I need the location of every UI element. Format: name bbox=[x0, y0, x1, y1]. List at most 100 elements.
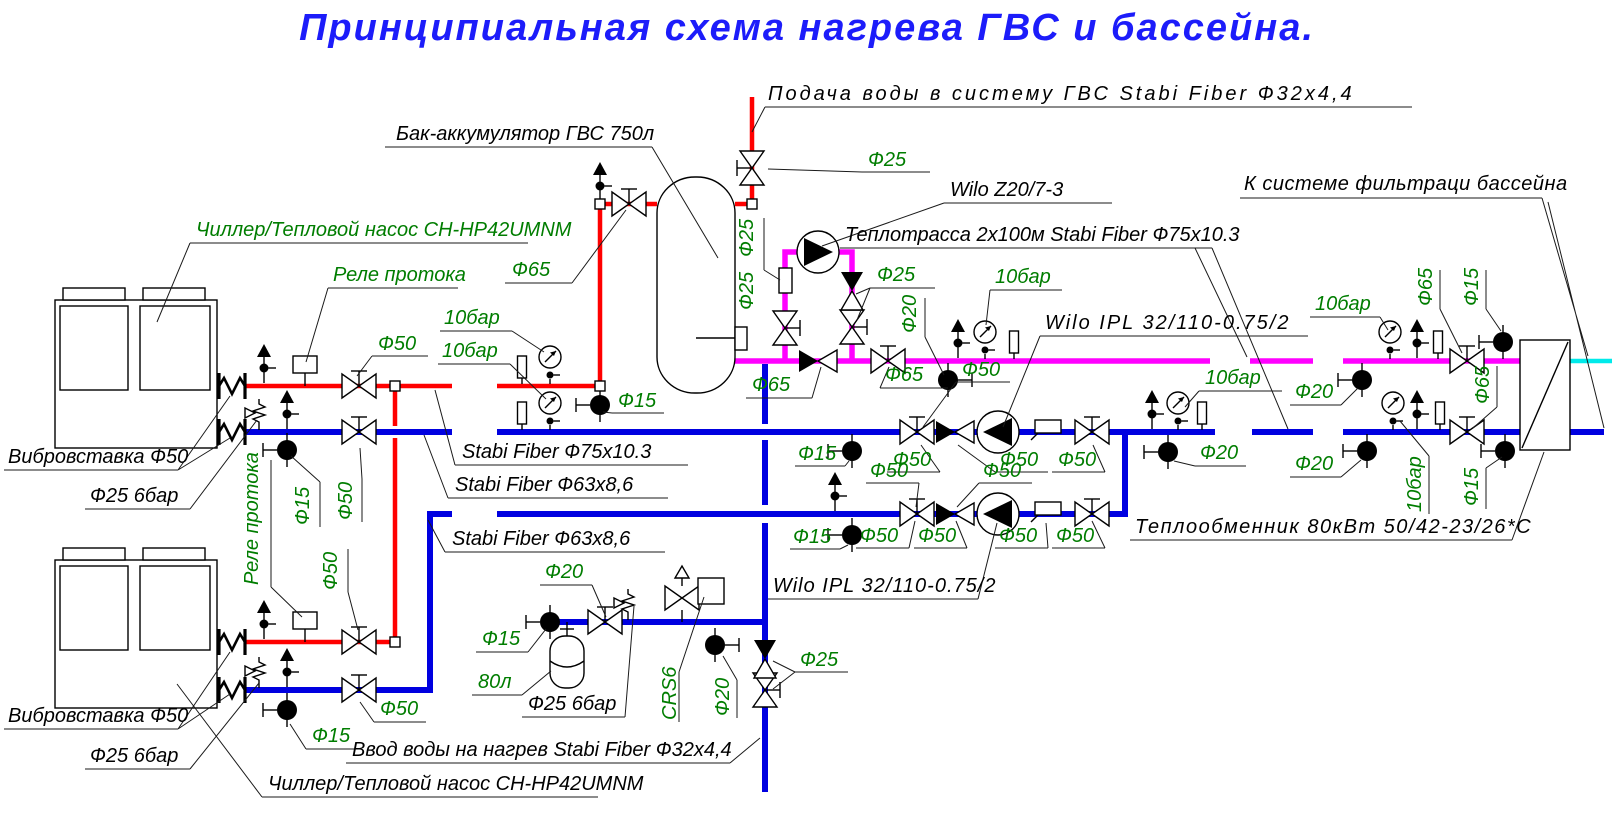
thermowell-icon bbox=[1432, 330, 1444, 360]
flow-relay-icon bbox=[292, 355, 318, 387]
gate-valve-icon bbox=[1449, 416, 1485, 445]
gate-valve-icon bbox=[772, 310, 801, 346]
label-10bar: 10бар bbox=[442, 340, 498, 362]
pressure-gauge-icon bbox=[973, 320, 997, 360]
check-valve-icon bbox=[798, 349, 838, 373]
label-flow-relay-2-vert: Реле протока bbox=[241, 452, 263, 585]
ball-valve-icon bbox=[575, 387, 611, 423]
pressure-gauge-icon bbox=[538, 391, 562, 431]
label-d50: Ф50 bbox=[999, 525, 1037, 547]
label-d65: Ф65 bbox=[885, 364, 924, 386]
flow-indicator-icon bbox=[1030, 419, 1062, 441]
pump-icon bbox=[796, 230, 840, 274]
junction-icon bbox=[594, 380, 606, 392]
label-d50: Ф50 bbox=[918, 525, 956, 547]
label-d50: Ф50 bbox=[870, 460, 908, 482]
air-vent-icon bbox=[592, 161, 613, 202]
label-heat-route: Теплотрасса 2х100м Stabi Fiber Ф75х10.3 bbox=[845, 224, 1240, 246]
thermowell-icon bbox=[1434, 401, 1446, 431]
label-chiller-1: Чиллер/Тепловой насос CH-HP42UMNM bbox=[196, 219, 572, 241]
ball-valve-icon bbox=[262, 432, 298, 468]
label-pool-filter: К системе фильтраци бассейна bbox=[1244, 173, 1568, 195]
label-d15: Ф15 bbox=[618, 390, 657, 412]
label-10bar: 10бар bbox=[1205, 367, 1261, 389]
label-d25-vert: Ф25 bbox=[736, 271, 758, 310]
label-d20: Ф20 bbox=[1295, 453, 1333, 475]
pressure-gauge-icon bbox=[1381, 391, 1405, 431]
gate-valve-icon bbox=[1074, 416, 1110, 445]
label-tank: Бак-аккумулятор ГВС 750л bbox=[396, 123, 654, 145]
ball-valve-icon bbox=[262, 692, 298, 728]
junction-icon bbox=[746, 198, 758, 210]
air-vent-icon bbox=[1409, 389, 1430, 430]
label-wilo-ipl-1: Wilo IPL 32/110-0.75/2 bbox=[1045, 312, 1290, 334]
label-d15: Ф15 bbox=[312, 725, 351, 747]
gate-valve-icon bbox=[341, 626, 377, 655]
label-f25-6bar: Ф25 6бар bbox=[528, 693, 616, 715]
label-10bar: 10бар bbox=[1315, 293, 1371, 315]
gate-valve-icon bbox=[587, 606, 623, 635]
ball-valve-icon bbox=[1480, 433, 1516, 469]
air-vent-icon bbox=[279, 647, 300, 688]
thermowell-icon bbox=[516, 401, 528, 431]
label-d50: Ф50 bbox=[893, 449, 931, 471]
gate-valve-icon bbox=[899, 498, 935, 527]
label-d50: Ф50 bbox=[1056, 525, 1094, 547]
label-d20-vert: Ф20 bbox=[712, 678, 734, 716]
air-vent-icon bbox=[1144, 389, 1165, 430]
check-valve-icon bbox=[840, 271, 864, 311]
label-d50: Ф50 bbox=[962, 359, 1000, 381]
pressure-gauge-icon bbox=[1166, 391, 1190, 431]
chiller-unit-2 bbox=[54, 547, 218, 709]
riser-fitting bbox=[778, 267, 793, 294]
label-d50: Ф50 bbox=[1000, 449, 1038, 471]
label-80l: 80л bbox=[478, 671, 512, 693]
label-d15-vert: Ф15 bbox=[292, 486, 314, 525]
label-d15: Ф15 bbox=[798, 443, 837, 465]
label-f25-6bar: Ф25 6бар bbox=[90, 485, 178, 507]
label-d50: Ф50 bbox=[860, 525, 898, 547]
chiller-unit-1 bbox=[54, 287, 218, 449]
label-10bar: 10бар bbox=[444, 307, 500, 329]
label-d50-vert: Ф50 bbox=[320, 552, 342, 590]
label-water-inlet: Ввод воды на нагрев Stabi Fiber Ф32х4,4 bbox=[352, 739, 732, 761]
label-d50: Ф50 bbox=[378, 333, 416, 355]
check-valve-icon bbox=[753, 639, 777, 679]
thermowell-icon bbox=[1008, 330, 1020, 360]
gate-valve-icon bbox=[736, 150, 765, 186]
air-vent-icon bbox=[1409, 318, 1430, 359]
label-heat-exchanger: Теплообменник 80кВт 50/42-23/26*С bbox=[1135, 516, 1532, 538]
label-crs6-vert: CRS6 bbox=[659, 666, 681, 720]
symbols bbox=[217, 150, 1516, 728]
flow-indicator-icon bbox=[1030, 501, 1062, 523]
label-stabi63: Stabi Fiber Ф63х8,6 bbox=[455, 474, 634, 496]
safety-valve-icon bbox=[244, 398, 266, 431]
air-vent-icon bbox=[256, 343, 277, 384]
check-valve-icon bbox=[935, 420, 975, 444]
label-10bar-vert: 10бар bbox=[1404, 456, 1426, 512]
label-wilo-ipl-2: Wilo IPL 32/110-0.75/2 bbox=[773, 575, 996, 597]
label-d50: Ф50 bbox=[1058, 449, 1096, 471]
ball-valve-icon bbox=[1143, 434, 1179, 470]
gate-valve-icon bbox=[611, 188, 647, 217]
label-vibro-2: Вибровставка Ф50 bbox=[8, 705, 188, 727]
label-flow-relay-1: Реле протока bbox=[333, 264, 466, 286]
ball-valve-icon bbox=[704, 627, 740, 663]
ball-valve-icon bbox=[525, 604, 561, 640]
ball-valve-icon bbox=[1342, 433, 1378, 469]
ball-valve-icon bbox=[1337, 362, 1373, 398]
junction-icon bbox=[594, 198, 606, 210]
label-f25-6bar: Ф25 6бар bbox=[90, 745, 178, 767]
label-stabi75: Stabi Fiber Ф75x10.3 bbox=[462, 441, 651, 463]
label-d25: Ф25 bbox=[800, 649, 839, 671]
label-d15-vert: Ф15 bbox=[1461, 467, 1483, 506]
label-d15: Ф15 bbox=[482, 628, 521, 650]
thermowell-icon bbox=[1196, 401, 1208, 431]
label-d25: Ф25 bbox=[877, 264, 916, 286]
label-vibro-1: Вибровставка Ф50 bbox=[8, 446, 188, 468]
crs6-device bbox=[664, 564, 725, 622]
check-valve-icon bbox=[935, 502, 975, 526]
page-title: Принципиальная схема нагрева ГВС и бассе… bbox=[299, 7, 1315, 49]
label-supply-line: Подача воды в систему ГВС Stabi Fiber Ф3… bbox=[768, 83, 1355, 105]
